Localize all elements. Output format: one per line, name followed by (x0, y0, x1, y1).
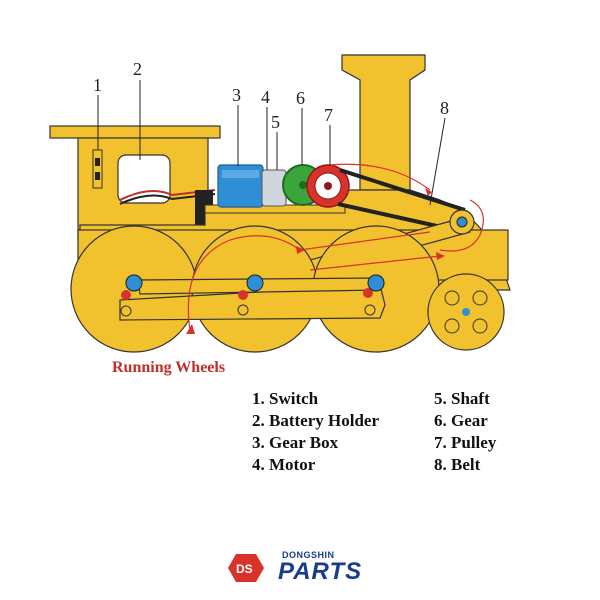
callout-2: 2 (133, 59, 142, 79)
legend-item-belt: 8. Belt (434, 455, 481, 474)
legend-left: 1. Switch 2. Battery Holder 3. Gear Box … (252, 388, 379, 476)
leader-lines (97, 80, 446, 206)
logo-mark-icon: DS (228, 554, 264, 582)
callout-5: 5 (271, 112, 280, 132)
callout-7: 7 (324, 105, 333, 125)
chimney (341, 54, 426, 191)
callout-6: 6 (296, 88, 305, 108)
gear-box (217, 164, 264, 208)
legend-item-motor: 4. Motor (252, 455, 316, 474)
running-wheels-caption: Running Wheels (112, 359, 225, 376)
dongshin-parts-logo: DS DONGSHIN PARTS (226, 546, 376, 590)
legend-item-switch: 1. Switch (252, 389, 319, 408)
callout-3: 3 (232, 85, 241, 105)
front-wheel (427, 273, 505, 351)
legend-item-gear-box: 3. Gear Box (252, 433, 339, 452)
arrow-heads (186, 188, 445, 334)
callout-8: 8 (440, 98, 449, 118)
legend-item-shaft: 5. Shaft (434, 389, 490, 408)
switch (92, 149, 103, 189)
logo-big-text: PARTS (278, 558, 363, 585)
legend-item-battery-holder: 2. Battery Holder (252, 411, 379, 430)
logo-mark-text: DS (236, 562, 253, 576)
logo-small-text: DONGSHIN (282, 550, 335, 560)
legend-item-pulley: 7. Pulley (434, 433, 497, 452)
pulley (306, 164, 350, 208)
callout-4: 4 (261, 87, 270, 107)
cab-roof (49, 125, 221, 139)
drive-pulley (449, 209, 475, 235)
legend-right: 5. Shaft 6. Gear 7. Pulley 8. Belt (434, 388, 496, 476)
wires (119, 189, 216, 201)
callout-1: 1 (93, 75, 102, 95)
motion-arrows (187, 163, 484, 331)
legend-item-gear: 6. Gear (434, 411, 488, 430)
